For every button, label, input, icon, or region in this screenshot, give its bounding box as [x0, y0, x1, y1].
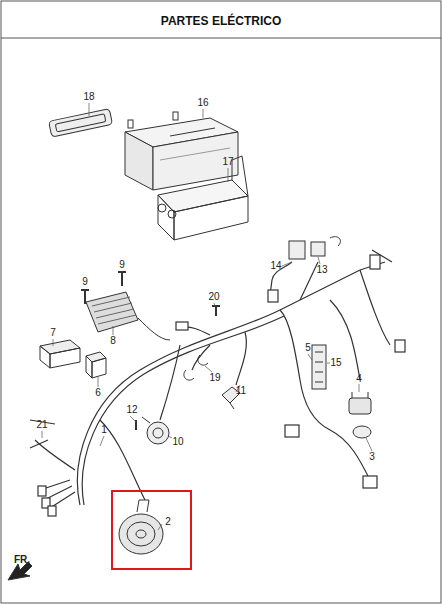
- callout-number: 3: [369, 452, 375, 462]
- battery-tray: [158, 156, 248, 240]
- callout-number: 10: [172, 437, 183, 447]
- title-rule: [1, 38, 441, 39]
- callout-number: 21: [36, 420, 47, 430]
- callout-number: 12: [126, 405, 137, 415]
- clip: [330, 237, 340, 246]
- leader-line: [42, 103, 372, 530]
- callout-number: 20: [208, 292, 219, 302]
- fuse: [315, 352, 323, 382]
- callout-number: 9: [119, 260, 125, 270]
- callout-number: 1: [101, 425, 107, 435]
- front-label: FR.: [14, 555, 30, 565]
- callout-number: 11: [236, 386, 246, 396]
- callout-number: 17: [222, 157, 233, 167]
- horn: [119, 500, 163, 554]
- ignition-coil: [142, 417, 169, 444]
- regulator: [86, 292, 170, 340]
- callout-number: 7: [50, 328, 56, 338]
- callout-number: 4: [356, 374, 362, 384]
- cdi-unit: [86, 352, 106, 378]
- callout-number: 19: [209, 373, 220, 383]
- starter-relay: [349, 392, 371, 438]
- callout-number: 18: [83, 92, 94, 102]
- callout-number: 9: [82, 277, 88, 287]
- connector: [311, 242, 325, 256]
- callout-number: 15: [330, 358, 341, 368]
- callout-number: 8: [110, 336, 116, 346]
- diagram-title: PARTES ELÉCTRICO: [0, 14, 442, 28]
- clamp: [184, 355, 208, 380]
- flasher-unit: [40, 340, 80, 368]
- callout-number: 14: [270, 261, 281, 271]
- battery: [125, 112, 238, 190]
- callout-number: 6: [95, 388, 101, 398]
- relay: [289, 241, 305, 259]
- wiring-harness: [30, 250, 405, 516]
- callout-number: 5: [305, 343, 311, 353]
- highlight-box: 2: [111, 490, 192, 570]
- fuse-box: [312, 345, 326, 389]
- callout-number: 16: [197, 98, 208, 108]
- callout-number: 13: [316, 265, 327, 275]
- battery-strap: [49, 109, 113, 138]
- bolt: [81, 272, 126, 304]
- bolt: [212, 306, 220, 316]
- callout-number: 2: [165, 517, 171, 527]
